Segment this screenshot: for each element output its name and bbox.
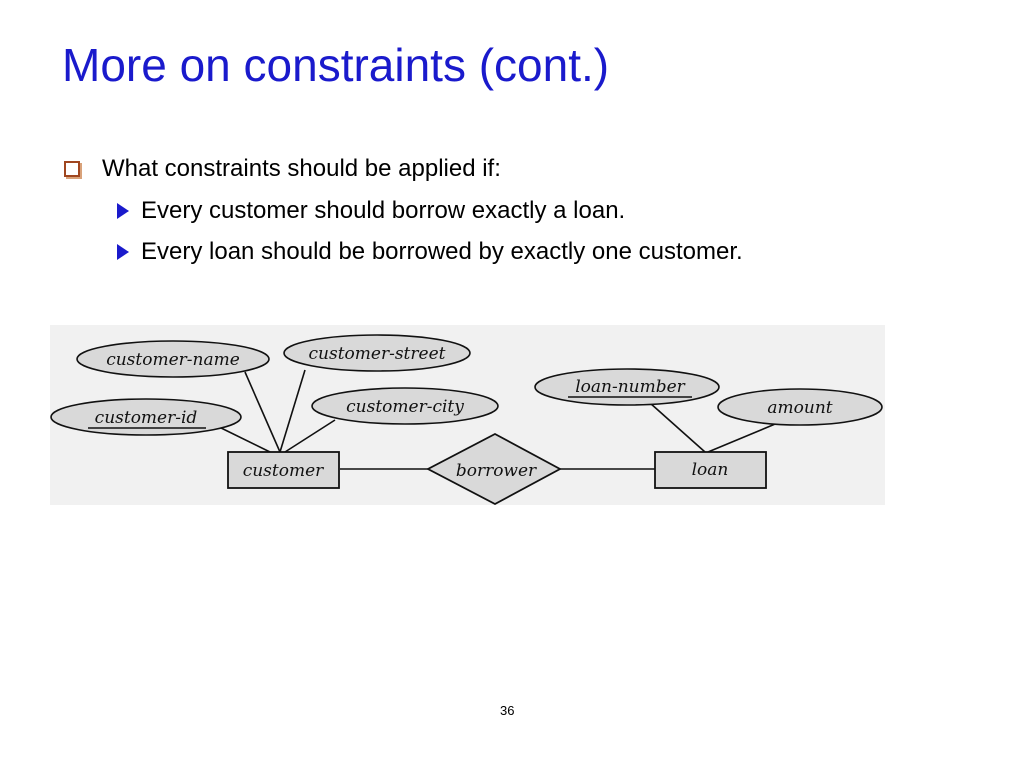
attribute-customer-city-shape — [311, 387, 499, 425]
entity-loan-label: loan — [692, 460, 729, 480]
attribute-customer-id-label: customer-id — [95, 408, 198, 428]
attribute-loan-number-shape — [534, 368, 720, 406]
relationship-borrower-label: borrower — [456, 461, 537, 481]
sub-bullet-1-text: Every customer should borrow exactly a l… — [141, 197, 626, 224]
attribute-amount-shape — [717, 388, 883, 426]
square-bullet-icon — [64, 161, 80, 177]
entity-customer-label: customer — [243, 461, 324, 481]
line-customer-name — [244, 371, 281, 453]
line-customer-street — [279, 369, 306, 453]
sub-bullet-2-text: Every loan should be borrowed by exactly… — [141, 238, 743, 265]
arrow-bullet-icon — [117, 203, 129, 219]
attribute-customer-name-shape — [76, 340, 270, 378]
attribute-customer-street-shape — [283, 334, 471, 372]
entity-customer-shape — [227, 451, 340, 489]
er-lines — [214, 369, 781, 470]
attribute-customer-city-label: customer-city — [346, 397, 464, 417]
attribute-amount-label: amount — [767, 398, 832, 418]
line-loan-number — [649, 402, 706, 453]
bullet-main-text: What constraints should be applied if: — [102, 155, 501, 182]
attribute-customer-name-label: customer-name — [106, 350, 240, 370]
line-customer-city — [284, 419, 336, 453]
line-customer-id — [214, 424, 271, 453]
attribute-loan-number-label: loan-number — [575, 377, 685, 397]
arrow-bullet-icon — [117, 244, 129, 260]
line-amount — [707, 421, 781, 453]
relationship-borrower-shape — [426, 432, 562, 506]
attribute-customer-street-label: customer-street — [309, 344, 446, 364]
entity-loan-shape — [654, 451, 767, 489]
bullet-main: What constraints should be applied if: — [64, 155, 501, 183]
sub-bullet-2: Every loan should be borrowed by exactly… — [117, 238, 743, 266]
sub-bullet-1: Every customer should borrow exactly a l… — [117, 197, 625, 225]
attribute-customer-id-shape — [50, 398, 242, 436]
slide-title: More on constraints (cont.) — [62, 39, 610, 91]
page-number: 36 — [500, 703, 515, 718]
